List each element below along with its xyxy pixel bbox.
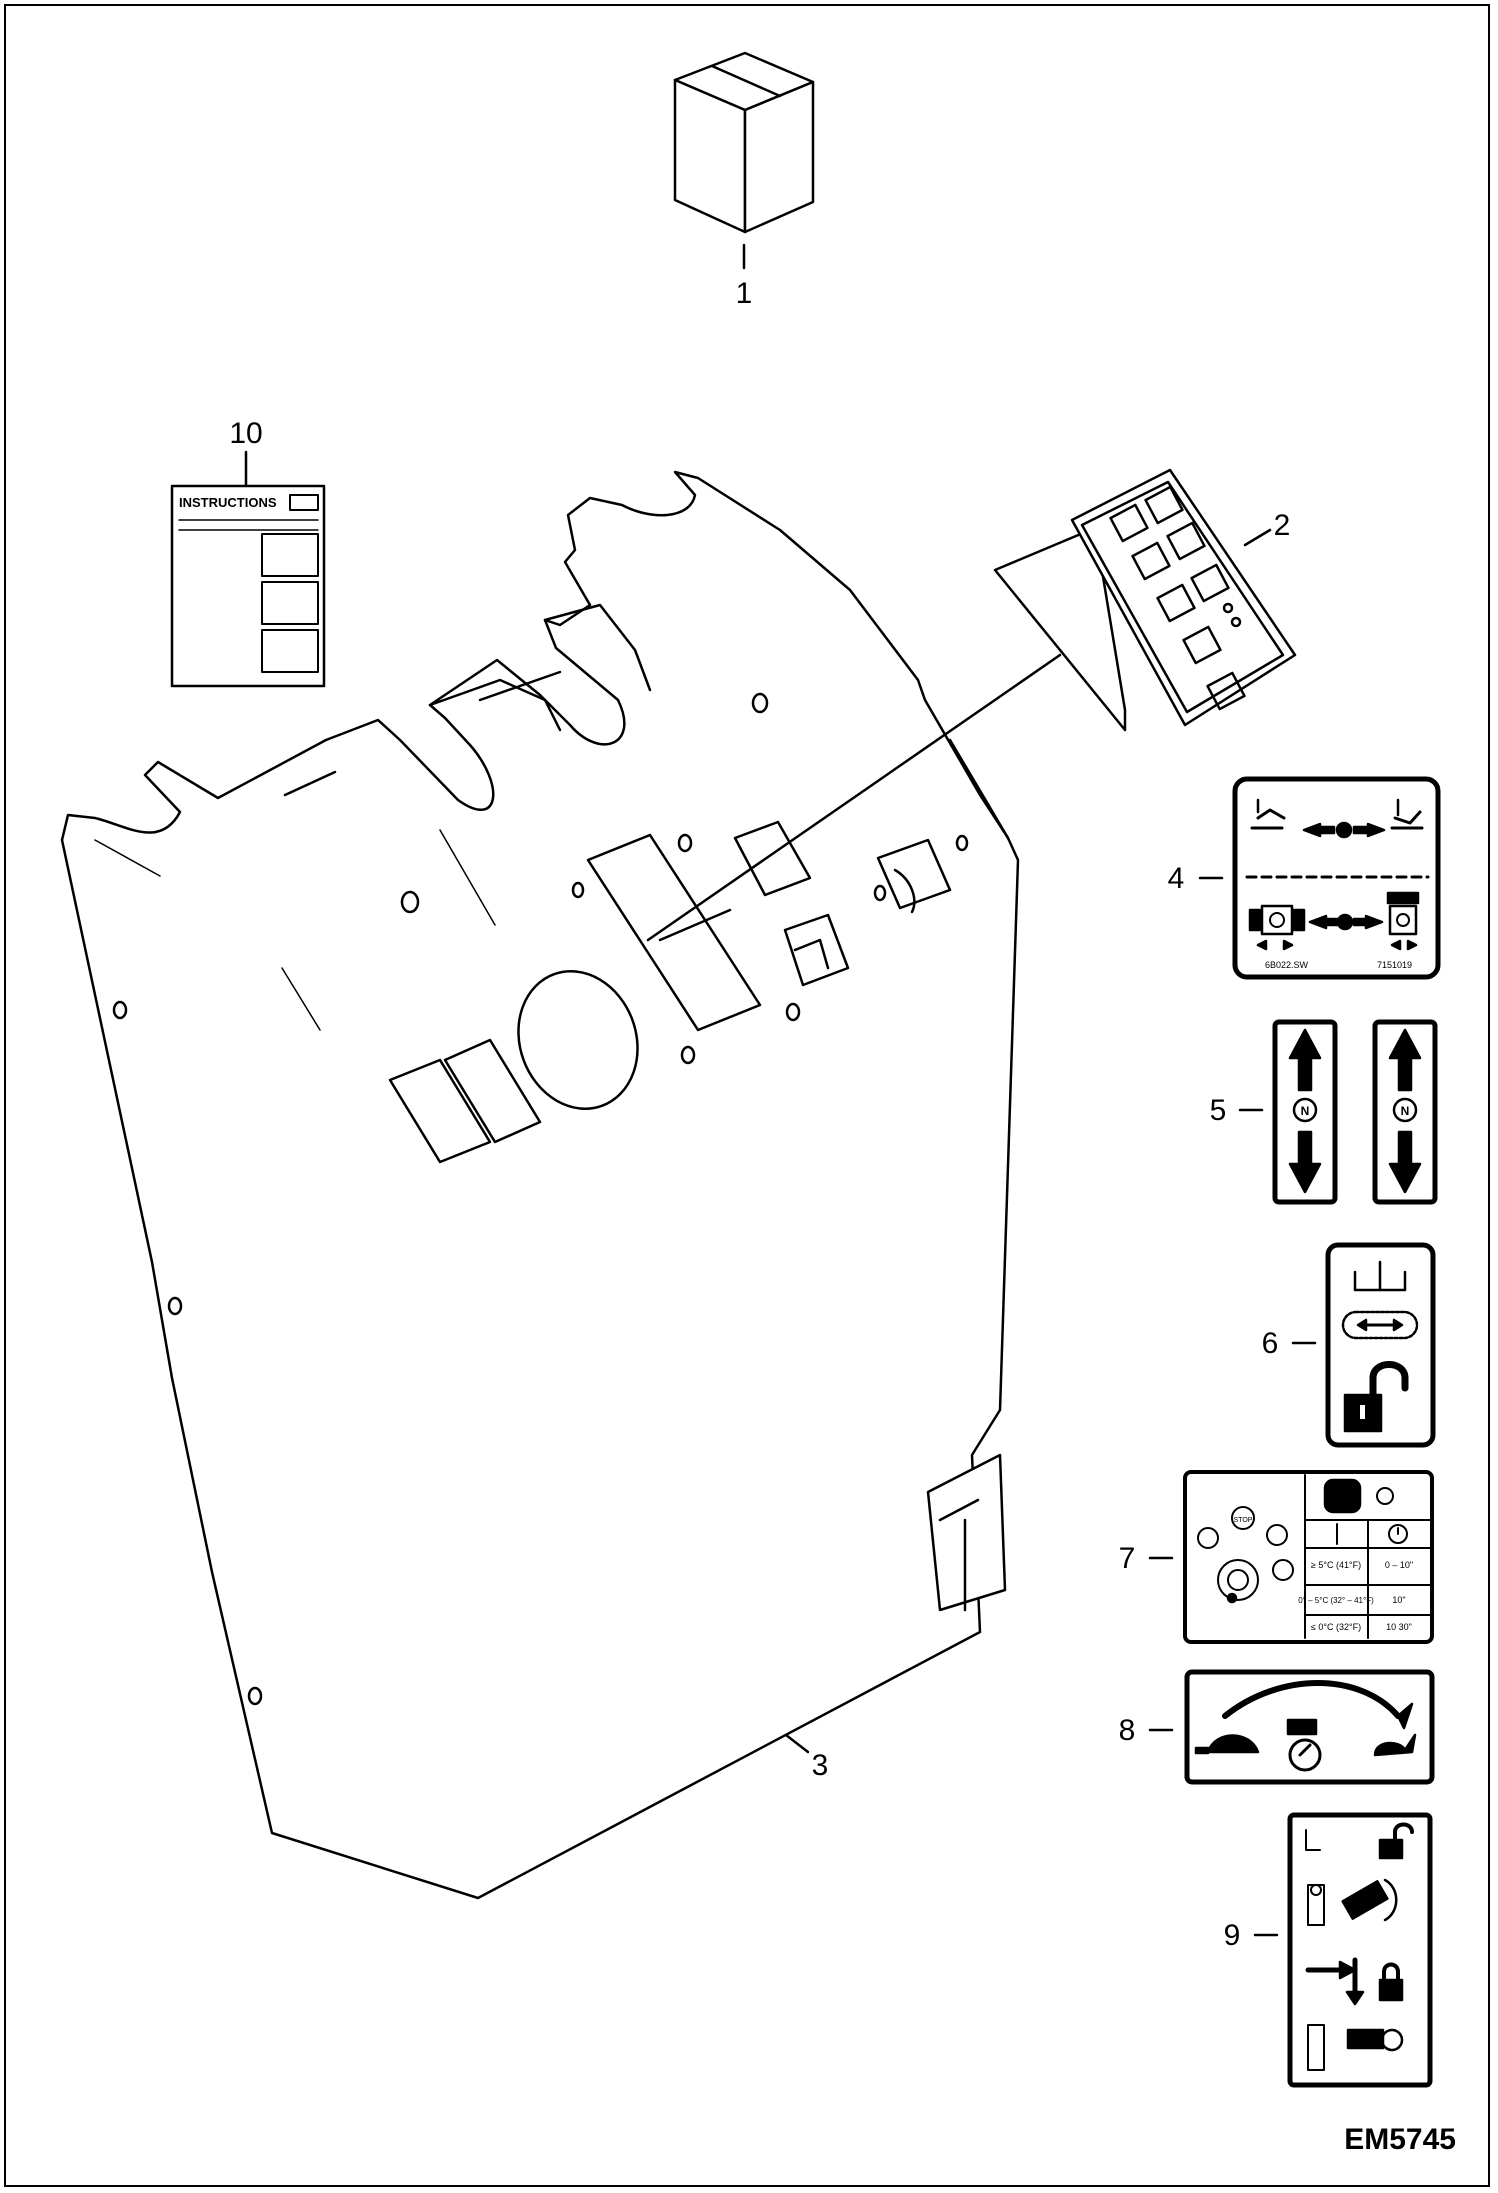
switch-module <box>646 468 1297 942</box>
decal-9 <box>1287 1812 1433 2088</box>
lock-icon <box>1378 1962 1404 2002</box>
callout-4: 4 <box>1168 862 1185 895</box>
decal4-right-code: 7151019 <box>1377 960 1412 970</box>
box-icon <box>673 51 815 234</box>
drawing-frame <box>4 4 1490 2187</box>
callout-10: 10 <box>229 417 262 450</box>
instruction-manual: INSTRUCTIONS <box>170 484 326 688</box>
svg-text:10": 10" <box>1392 1595 1405 1605</box>
decal-5-left: N <box>1272 1019 1338 1205</box>
turtle-icon <box>1194 1734 1260 1755</box>
svg-text:10 30": 10 30" <box>1386 1622 1412 1632</box>
svg-text:N: N <box>1301 1104 1310 1118</box>
callout-7: 7 <box>1119 1542 1136 1575</box>
svg-text:N: N <box>1401 1104 1410 1118</box>
decal4-left-code: 6B022.SW <box>1265 960 1309 970</box>
decal-5-right: N <box>1372 1019 1438 1205</box>
callout-2: 2 <box>1274 509 1291 542</box>
dash-panel <box>60 470 1020 1900</box>
decal-4: 6B022.SW 7151019 <box>1232 776 1441 980</box>
unlock-icon <box>1378 1822 1414 1860</box>
callout-3: 3 <box>812 1749 829 1782</box>
callout-8: 8 <box>1119 1714 1136 1747</box>
leader-2 <box>1243 528 1272 547</box>
rabbit-icon <box>1373 1733 1417 1757</box>
decal-7: ≥ 5°C (41°F) 0 – 10" 0° – 5°C (32° – 41°… <box>1183 1470 1434 1644</box>
decal-6 <box>1325 1242 1436 1448</box>
throttle-icon <box>1286 1718 1322 1772</box>
unlock-icon <box>1343 1361 1409 1433</box>
callout-5: 5 <box>1210 1094 1227 1127</box>
instructions-label: INSTRUCTIONS <box>179 495 277 510</box>
leader-3 <box>784 1733 810 1754</box>
callout-6: 6 <box>1262 1327 1279 1360</box>
callout-9: 9 <box>1224 1919 1241 1952</box>
svg-text:0° – 5°C (32° – 41°F): 0° – 5°C (32° – 41°F) <box>1298 1596 1374 1605</box>
callout-1: 1 <box>736 277 753 310</box>
svg-text:STOP: STOP <box>1234 1517 1253 1524</box>
document-code: EM5745 <box>1344 2123 1456 2156</box>
decal-8 <box>1184 1669 1435 1785</box>
svg-text:0 – 10": 0 – 10" <box>1385 1560 1413 1570</box>
svg-text:≤ 0°C (32°F): ≤ 0°C (32°F) <box>1311 1622 1361 1632</box>
svg-text:≥ 5°C (41°F): ≥ 5°C (41°F) <box>1311 1560 1361 1570</box>
